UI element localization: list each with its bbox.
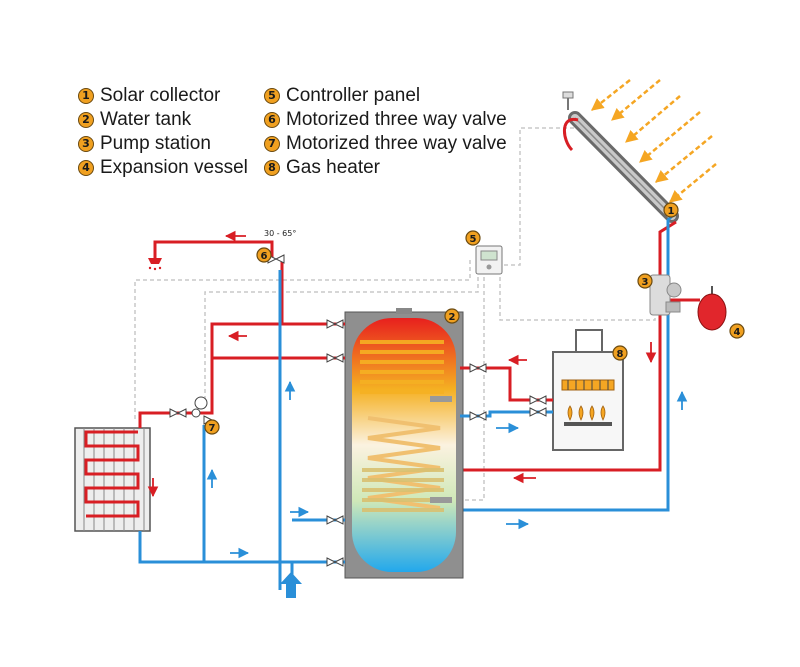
- legend-label: Gas heater: [286, 157, 380, 178]
- marker-6: 6: [256, 247, 272, 263]
- svg-text:2: 2: [449, 312, 456, 323]
- legend-left: 1 Solar collector 2 Water tank 3 Pump stati…: [78, 84, 248, 180]
- svg-text:7: 7: [209, 423, 216, 434]
- marker-3: 3: [637, 273, 653, 289]
- legend-label: Controller panel: [286, 85, 421, 106]
- svg-text:5: 5: [470, 234, 477, 245]
- marker-badge: 6: [264, 112, 280, 128]
- legend-label: Water tank: [100, 109, 192, 130]
- legend-label: Pump station: [100, 133, 211, 154]
- svg-text:8: 8: [617, 349, 624, 360]
- heater-pipes: [460, 366, 553, 418]
- temperature-label: 30 - 65°: [264, 229, 296, 238]
- svg-text:4: 4: [734, 327, 741, 338]
- legend-item: 7 Motorized three way valve: [264, 132, 507, 156]
- expansion-vessel: [697, 286, 727, 331]
- marker-badge: 4: [78, 160, 94, 176]
- gas-heater: [552, 329, 624, 451]
- heating-loop: [138, 356, 345, 564]
- svg-text:1: 1: [668, 206, 675, 217]
- water-tank: [344, 308, 464, 579]
- svg-text:6: 6: [261, 251, 268, 262]
- control-wiring: [134, 127, 656, 501]
- marker-badge: 1: [78, 88, 94, 104]
- legend-item: 8 Gas heater: [264, 156, 507, 180]
- controller-panel: [475, 245, 503, 275]
- marker-badge: 2: [78, 112, 94, 128]
- legend-item: 2 Water tank: [78, 108, 248, 132]
- legend-item: 3 Pump station: [78, 132, 248, 156]
- marker-1: 1: [663, 202, 679, 218]
- pump-station: [649, 274, 682, 316]
- valves: [169, 254, 547, 567]
- marker-badge: 8: [264, 160, 280, 176]
- solar-loop: [460, 214, 700, 512]
- marker-badge: 3: [78, 136, 94, 152]
- legend-item: 4 Expansion vessel: [78, 156, 248, 180]
- flow-arrows: [147, 230, 688, 559]
- marker-2: 2: [444, 308, 460, 324]
- legend-label: Motorized three way valve: [286, 133, 507, 154]
- sun-rays: [591, 79, 717, 203]
- svg-text:3: 3: [642, 277, 649, 288]
- marker-badge: 5: [264, 88, 280, 104]
- marker-badge: 7: [264, 136, 280, 152]
- legend-label: Expansion vessel: [100, 157, 248, 178]
- marker-8: 8: [612, 345, 628, 361]
- solar-collector: [562, 91, 679, 223]
- marker-4: 4: [729, 323, 745, 339]
- legend-label: Motorized three way valve: [286, 109, 507, 130]
- cold-inlet-arrow: [280, 572, 302, 598]
- shower-head: [148, 258, 162, 271]
- radiator: [74, 427, 151, 532]
- legend-item: 5 Controller panel: [264, 84, 507, 108]
- marker-7: 7: [204, 419, 220, 435]
- legend-item: 1 Solar collector: [78, 84, 248, 108]
- marker-5: 5: [465, 230, 481, 246]
- legend-item: 6 Motorized three way valve: [264, 108, 507, 132]
- legend-label: Solar collector: [100, 85, 221, 106]
